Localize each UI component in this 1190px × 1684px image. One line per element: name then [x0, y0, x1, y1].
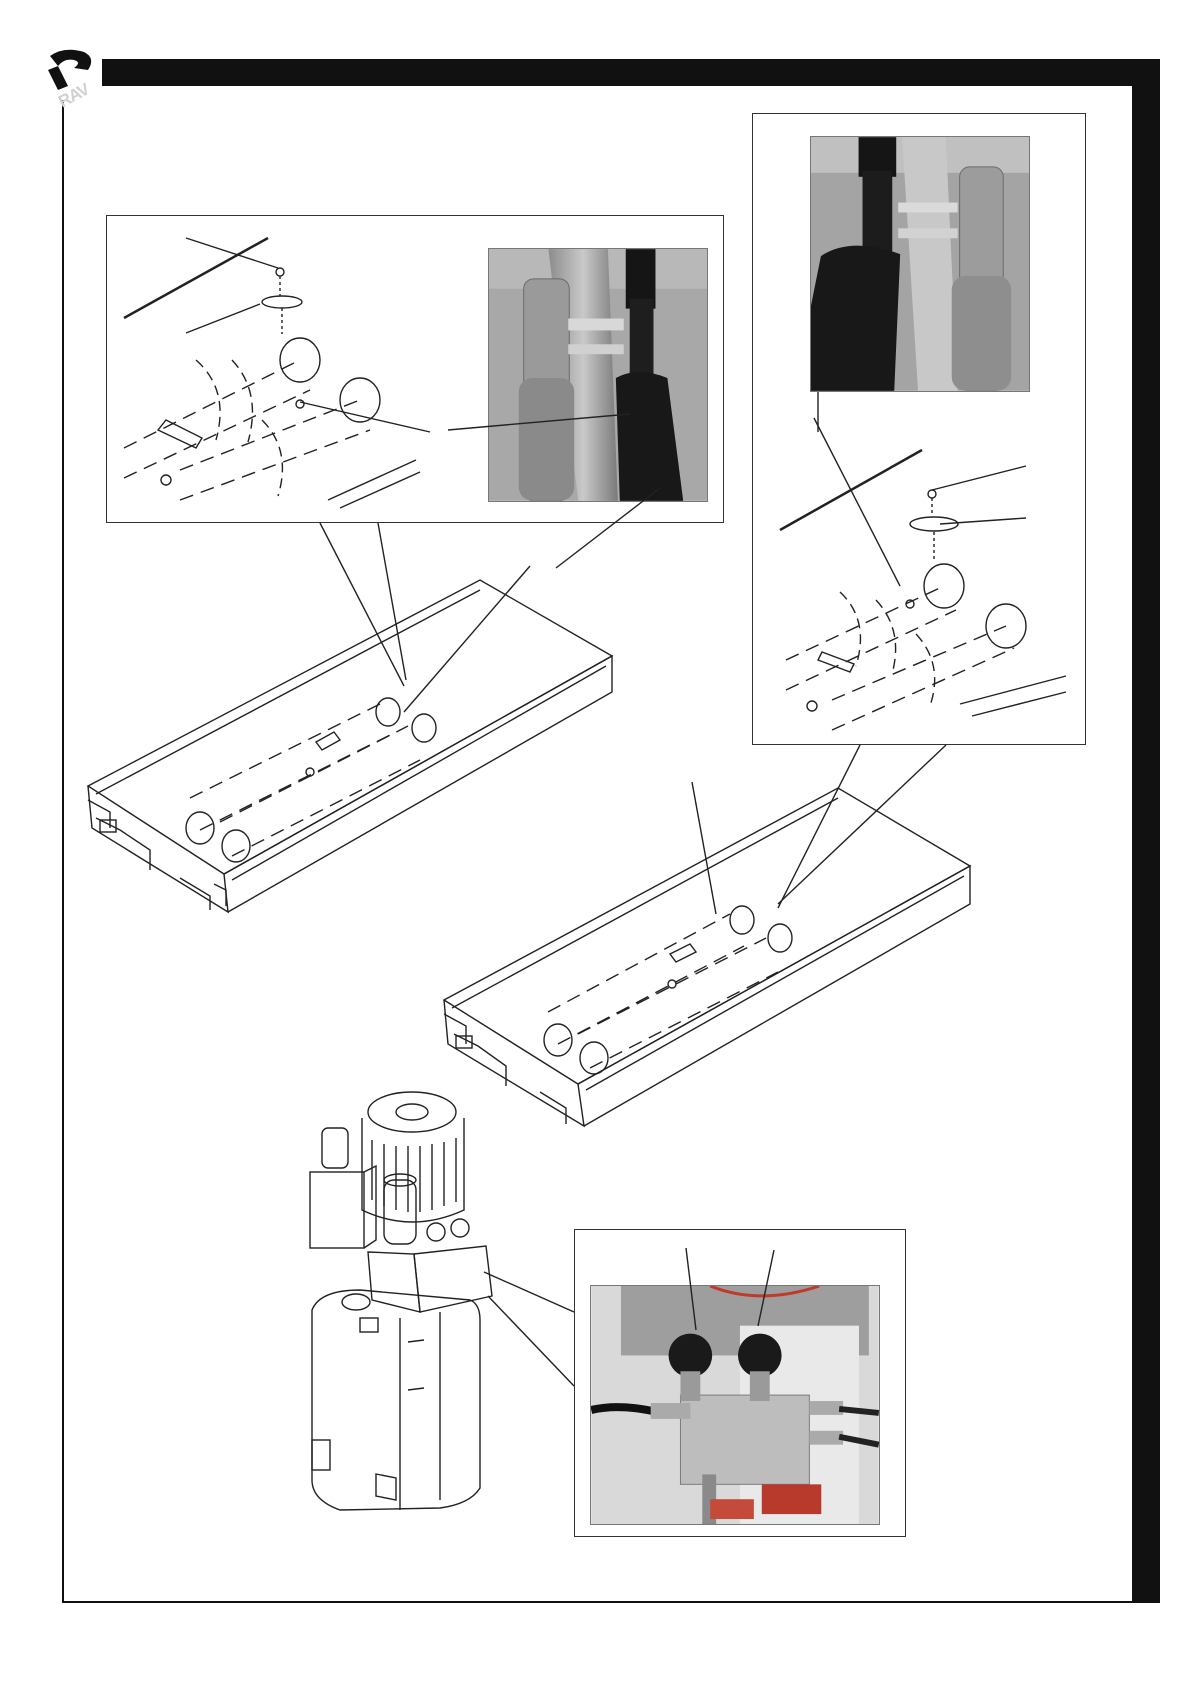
lift-platform-right — [444, 788, 970, 1126]
clamp-exploded-detail-right — [780, 392, 1066, 730]
hydraulic-power-unit — [310, 1092, 492, 1510]
clamp-exploded-detail-left — [124, 238, 630, 508]
lift-platform-left — [88, 580, 612, 912]
